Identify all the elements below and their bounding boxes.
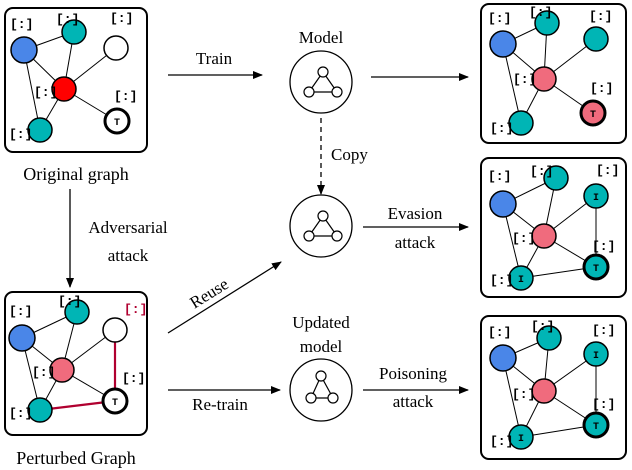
model-icon bbox=[289, 50, 353, 114]
evasion-tag-1: [:] bbox=[488, 169, 511, 184]
evasion-label-2: attack bbox=[395, 233, 436, 252]
evasion-tag-4: [:] bbox=[512, 231, 535, 246]
evasion-tag-6: [:] bbox=[490, 273, 513, 288]
adversarial-label-1: Adversarial bbox=[88, 218, 168, 237]
original-target-label: T bbox=[114, 118, 120, 129]
adversarial-label-2: attack bbox=[108, 246, 149, 265]
updated-model-icon bbox=[289, 358, 353, 422]
perturbed-graph-caption: Perturbed Graph bbox=[16, 448, 135, 468]
updated-label-1: Updated bbox=[292, 313, 350, 332]
perturbed-graph-panel: T [:] [:] [:] [:] [:] [:] bbox=[4, 291, 148, 436]
perturbed-tag-4: [:] bbox=[32, 365, 55, 380]
clean-tag-6: [:] bbox=[490, 121, 513, 136]
poisoning-tag-4: [:] bbox=[512, 387, 535, 402]
poisoning-injected-1: I bbox=[593, 351, 599, 362]
evasion-target-label: T bbox=[593, 264, 599, 275]
original-graph-panel: T [:] [:] [:] [:] [:] [:] bbox=[4, 7, 148, 153]
original-tag-6: [:] bbox=[9, 127, 32, 142]
poisoning-tag-5: [:] bbox=[592, 397, 615, 412]
perturbed-tag-1: [:] bbox=[9, 304, 32, 319]
original-node-teal-bottom bbox=[27, 117, 53, 143]
original-node-target bbox=[103, 107, 131, 135]
poisoning-tag-6: [:] bbox=[490, 434, 513, 449]
poisoning-label-2: attack bbox=[393, 392, 434, 411]
poisoning-tag-1: [:] bbox=[488, 325, 511, 340]
evasion-tag-5: [:] bbox=[592, 239, 615, 254]
model-label: Model bbox=[299, 28, 344, 47]
perturbed-tag-6: [:] bbox=[9, 406, 32, 421]
original-tag-3: [:] bbox=[110, 11, 133, 26]
reuse-arrow bbox=[167, 261, 282, 334]
poisoning-target-label: T bbox=[593, 422, 599, 433]
clean-tag-4: [:] bbox=[513, 72, 536, 87]
original-node-white bbox=[103, 35, 129, 61]
train-label: Train bbox=[196, 49, 233, 68]
clean-tag-2: [:] bbox=[529, 5, 552, 20]
original-node-blue bbox=[10, 36, 38, 64]
perturbed-tag-5: [:] bbox=[122, 371, 145, 386]
poisoning-label-1: Poisoning bbox=[379, 364, 448, 383]
clean-target-label: T bbox=[590, 110, 596, 121]
perturbed-tag-3: [:] bbox=[124, 302, 147, 317]
poisoning-result-panel: I I T [:] [:] [:] [:] [:] [:] bbox=[480, 315, 627, 460]
original-graph-caption: Original graph bbox=[23, 164, 128, 184]
copy-label: Copy bbox=[331, 145, 368, 164]
original-tag-5: [:] bbox=[114, 89, 137, 104]
clean-tag-3: [:] bbox=[589, 9, 612, 24]
original-node-teal-top bbox=[61, 19, 87, 45]
evasion-tag-3: [:] bbox=[596, 163, 619, 178]
retrain-label: Re-train bbox=[192, 395, 248, 414]
copied-model-icon bbox=[289, 194, 353, 258]
poisoning-injected-2: I bbox=[518, 434, 524, 445]
clean-tag-1: [:] bbox=[488, 11, 511, 26]
original-tag-2: [:] bbox=[56, 12, 79, 27]
poisoning-tag-2: [:] bbox=[531, 319, 554, 334]
poisoning-tag-3: [:] bbox=[592, 323, 615, 338]
original-node-red bbox=[51, 76, 77, 102]
evasion-result-panel: I I T [:] [:] [:] [:] [:] [:] bbox=[480, 157, 627, 298]
updated-label-2: model bbox=[300, 337, 343, 356]
perturbed-target-label: T bbox=[112, 398, 118, 409]
evasion-injected-1: I bbox=[593, 193, 599, 204]
original-tag-4: [:] bbox=[34, 85, 57, 100]
clean-result-panel: T [:] [:] [:] [:] [:] [:] bbox=[480, 3, 627, 144]
evasion-injected-2: I bbox=[518, 275, 524, 286]
clean-tag-5: [:] bbox=[590, 81, 613, 96]
perturbed-tag-2: [:] bbox=[58, 294, 81, 309]
evasion-label-1: Evasion bbox=[388, 204, 443, 223]
evasion-tag-2: [:] bbox=[530, 164, 553, 179]
original-tag-1: [:] bbox=[10, 17, 33, 32]
